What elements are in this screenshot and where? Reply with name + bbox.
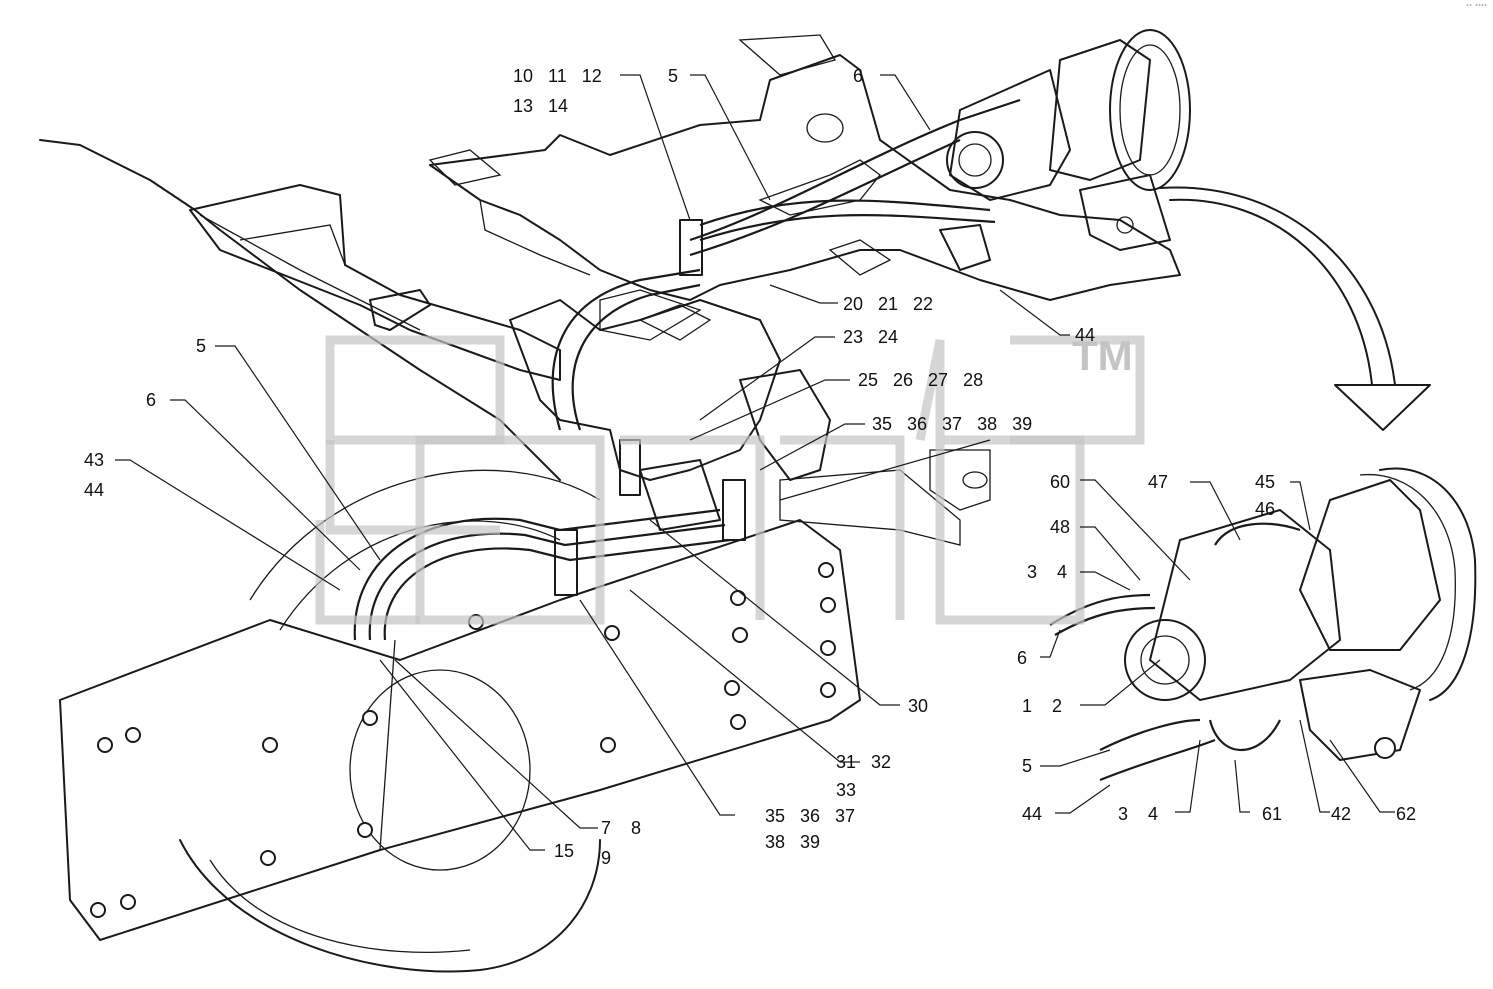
callout-44-left: 44	[84, 480, 104, 500]
callout-38-39-bot: 38 39	[765, 832, 820, 852]
callout-23-24: 23 24	[843, 327, 898, 347]
leader-lines	[115, 74, 1395, 851]
callout-6-top: 6	[853, 66, 863, 86]
detail-view-arrow	[1159, 186, 1431, 431]
callout-15: 15	[554, 841, 574, 861]
hydraulic-hoses	[353, 98, 1021, 641]
callout-5-left: 5	[196, 336, 206, 356]
callout-44-top: 44	[1075, 325, 1095, 345]
callout-35-37-bot: 35 36 37	[765, 806, 855, 826]
callout-44-right: 44	[1022, 804, 1042, 824]
callout-1-2: 1 2	[1022, 696, 1062, 716]
machine-frame	[189, 34, 1181, 546]
callout-9: 9	[601, 848, 611, 868]
callout-46: 46	[1255, 499, 1275, 519]
callout-31-32: 31 32	[836, 752, 891, 772]
callout-30: 30	[908, 696, 928, 716]
pump-assembly-main	[939, 29, 1191, 271]
side-frame-plate	[59, 519, 861, 941]
callout-61: 61	[1262, 804, 1282, 824]
callout-25-28: 25 26 27 28	[858, 370, 983, 390]
callout-47: 47	[1148, 472, 1168, 492]
pump-assembly-detail	[1049, 467, 1477, 782]
callout-labels: 10 11 12 13 14 5 6 20 21 22 44 23 24 25 …	[84, 66, 1416, 868]
corner-mark: °° °°°°	[1466, 4, 1487, 10]
callout-42: 42	[1331, 804, 1351, 824]
drum-roller	[39, 139, 601, 973]
callout-5-top: 5	[668, 66, 678, 86]
watermark: TM	[315, 332, 1145, 625]
callout-5-right: 5	[1022, 756, 1032, 776]
callout-33: 33	[836, 780, 856, 800]
callout-43: 43	[84, 450, 104, 470]
callout-10-11-12: 10 11 12	[513, 66, 602, 86]
callout-62: 62	[1396, 804, 1416, 824]
callout-6-left: 6	[146, 390, 156, 410]
watermark-tm: TM	[1072, 332, 1133, 379]
callout-7-8: 7 8	[601, 818, 641, 838]
callout-3-4-bot: 3 4	[1118, 804, 1158, 824]
callout-20-21-22: 20 21 22	[843, 294, 933, 314]
callout-60: 60	[1050, 472, 1070, 492]
callout-35-39-mid: 35 36 37 38 39	[872, 414, 1032, 434]
callout-48: 48	[1050, 517, 1070, 537]
callout-45: 45	[1255, 472, 1275, 492]
callout-13-14: 13 14	[513, 96, 568, 116]
callout-3-4-right: 3 4	[1027, 562, 1067, 582]
callout-6-right: 6	[1017, 648, 1027, 668]
